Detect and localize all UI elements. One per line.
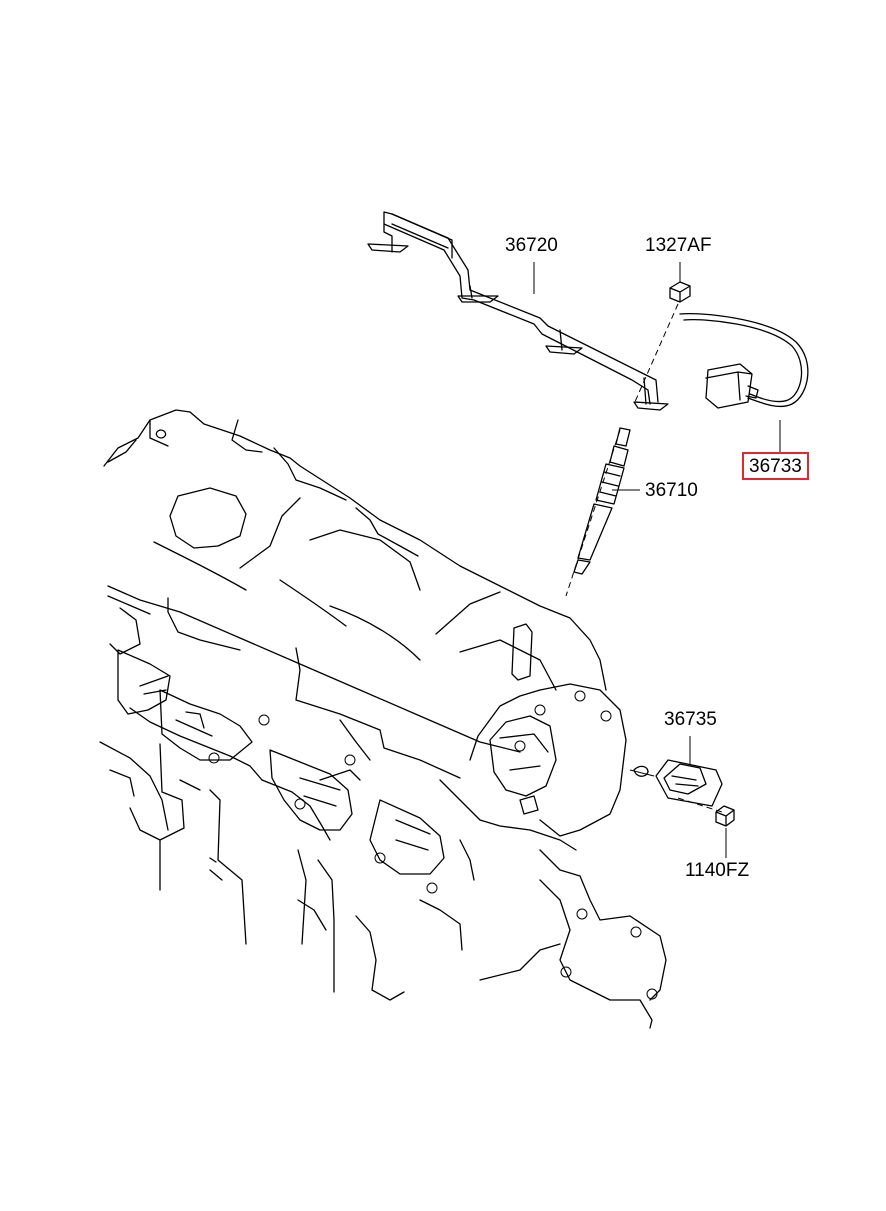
callout-36720[interactable]: 36720: [505, 235, 558, 256]
bracket-36735: [629, 759, 723, 813]
nut-1327af: [669, 281, 691, 303]
engine-block: [99, 585, 521, 1001]
glow-plug-harness: [367, 211, 669, 411]
pump-housing: [419, 683, 667, 1029]
callout-1140fz[interactable]: 1140FZ: [685, 860, 750, 881]
callout-36733[interactable]: 36733: [742, 452, 809, 480]
bolt-1140fz: [715, 805, 735, 827]
engine-head-cover: [103, 409, 607, 779]
callout-36710[interactable]: 36710: [645, 480, 698, 501]
wire-36733: [679, 313, 809, 409]
callout-36735[interactable]: 36735: [664, 709, 717, 730]
glow-plug-36710: [573, 427, 631, 575]
callout-1327af[interactable]: 1327AF: [645, 235, 712, 256]
